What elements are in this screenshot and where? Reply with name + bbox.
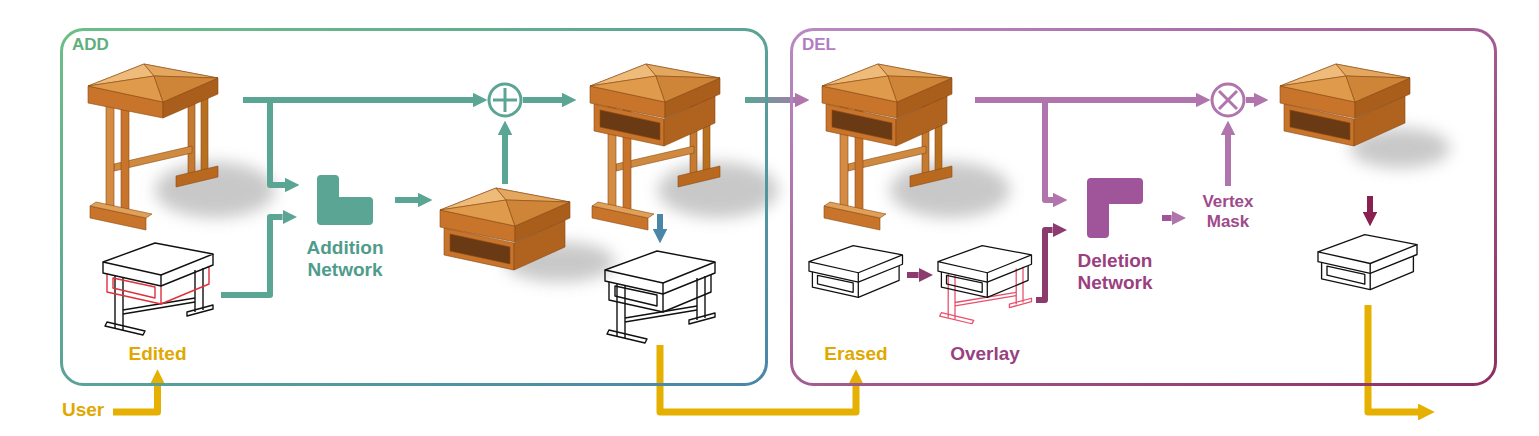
illustration-part (657, 214, 663, 229)
sketch-label-box: Erased (806, 235, 906, 365)
desk-before-deletion (822, 64, 952, 230)
illustration-part (1367, 196, 1373, 212)
illustration-part (489, 84, 521, 116)
illustration-part (113, 386, 158, 412)
desk-result (1280, 64, 1410, 146)
illustration-part (745, 97, 795, 103)
illustration-part (502, 135, 508, 184)
illustration-part (590, 64, 720, 118)
node-label: Vertex Mask (1188, 192, 1268, 231)
illustration-part (1225, 135, 1231, 186)
add-operator (489, 84, 521, 116)
panel-title: ADD (72, 35, 109, 55)
sketch-label-box: Overlay (935, 235, 1035, 365)
illustration-part (440, 188, 570, 242)
flow-connector (1162, 215, 1172, 221)
illustration-part (243, 97, 473, 103)
desk-original (88, 64, 218, 230)
flow-connector (221, 217, 283, 295)
addition-network-icon (317, 175, 373, 225)
node-label: Addition Network (299, 237, 391, 281)
illustration-part (1280, 64, 1410, 118)
node-label: Deletion Network (1069, 250, 1161, 294)
illustration-part (270, 100, 285, 185)
panel-outline (60, 28, 768, 386)
del-panel: DEL Erased Overlay Deletion Network Vertex M… (790, 28, 1497, 386)
sketch-result (1318, 235, 1417, 290)
flow-connector (907, 272, 919, 278)
illustration-part (523, 97, 562, 103)
sketch-added (605, 251, 715, 343)
illustration-part (1219, 91, 1237, 109)
illustration-part (605, 251, 715, 294)
illustration-part (105, 268, 213, 335)
user-label: User (62, 399, 104, 421)
node-label: Overlay (935, 343, 1035, 365)
illustration-part (1045, 100, 1053, 200)
network-icon (1087, 178, 1143, 238)
node-label: Erased (806, 343, 906, 365)
illustration-part (607, 276, 715, 343)
sketch-label-box: Edited (95, 230, 220, 365)
illustration-part (938, 246, 1032, 283)
shadows (155, 128, 1450, 282)
illustration-part (940, 267, 1032, 324)
panel-outline (790, 28, 1497, 386)
sketch-overlay (938, 246, 1032, 324)
illustration-part (504, 88, 507, 112)
illustration-part (975, 97, 1196, 103)
deletion-network-icon (1087, 178, 1143, 238)
sketch-erased (809, 246, 903, 298)
illustration-part (1212, 84, 1244, 116)
added-part (440, 188, 570, 270)
desk-added (590, 64, 720, 230)
illustration-part (1368, 305, 1418, 412)
illustration-part (395, 197, 418, 203)
illustration-part (103, 243, 213, 286)
illustration-part (1246, 97, 1254, 103)
panel-title: DEL (802, 35, 836, 55)
illustration-part (88, 64, 218, 118)
illustration-part (822, 64, 952, 118)
flow-connector (1036, 230, 1053, 300)
illustration-part (1219, 91, 1237, 109)
illustration-part (809, 246, 903, 283)
network-block: Addition Network (299, 175, 391, 281)
node-label: Edited (95, 343, 220, 365)
add-panel: ADD Edited Addition Network (60, 28, 768, 386)
panel-border (62, 30, 767, 385)
sketch-edited (103, 243, 213, 335)
illustration-part (1318, 235, 1417, 274)
panel-border (792, 30, 1496, 385)
network-icon (317, 175, 373, 225)
network-block: Deletion Network (1069, 178, 1161, 294)
multiply-operator (1212, 84, 1244, 116)
mask-label-box: Vertex Mask (1188, 192, 1268, 231)
